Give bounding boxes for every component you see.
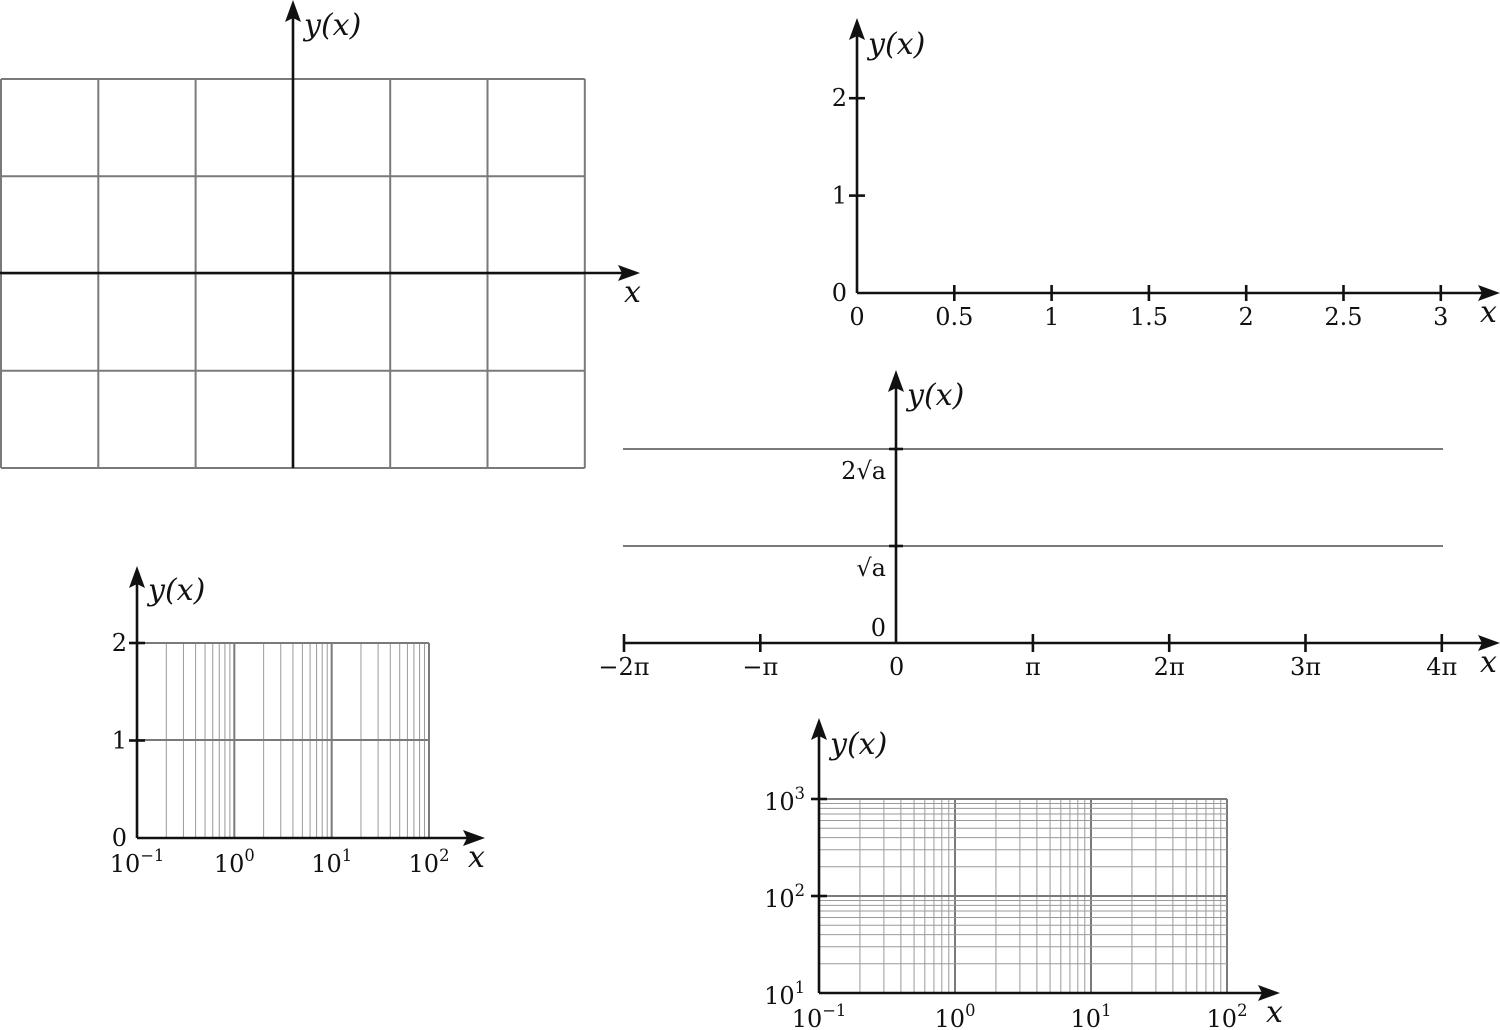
x-tick-label: 1.5 (1130, 303, 1168, 331)
y-axis-label: y(x) (905, 378, 964, 413)
x-tick-label: 2π (1154, 653, 1185, 681)
y-axis-label: y(x) (146, 573, 205, 608)
y-axis-arrowhead (888, 370, 904, 392)
y-axis-arrowhead (285, 0, 301, 22)
y-axis-label: y(x) (866, 27, 925, 62)
y-tick-label: 103 (764, 784, 805, 816)
x-tick-label: 4π (1426, 653, 1457, 681)
y-axis-arrowhead (849, 18, 865, 40)
grid-panel: y(x) x (0, 0, 641, 469)
x-axis-arrowhead (1478, 635, 1500, 651)
x-tick-label: 3π (1290, 653, 1321, 681)
semilog-grid (137, 642, 430, 838)
y-tick-label: 1 (112, 727, 127, 755)
y-tick-label: 0 (871, 614, 886, 642)
x-tick-label: 2 (1239, 303, 1254, 331)
trig-panel: −2π −π 0 π 2π 3π 4π 0 √a 2√a y(x) x (598, 370, 1500, 681)
y-tick-label: 101 (764, 978, 805, 1010)
x-axis-label: x (1266, 995, 1283, 1030)
semilog-panel: 10−1 100 101 102 0 1 2 y(x) x (110, 566, 485, 878)
x-axis-label: x (468, 840, 485, 875)
x-tick-label: 0 (849, 303, 864, 331)
x-tick-label: 100 (214, 846, 255, 878)
y-tick-label: 1 (832, 182, 847, 210)
x-tick-label: 3 (1433, 303, 1448, 331)
x-tick-label: −π (742, 653, 778, 681)
x-axis-arrowhead (618, 265, 640, 281)
y-axis-arrowhead (811, 718, 827, 740)
x-tick-label: 1 (1044, 303, 1059, 331)
y-axis-label: y(x) (302, 8, 361, 43)
y-axis-label: y(x) (828, 727, 887, 762)
y-tick-label: 0 (112, 824, 127, 852)
linear-panel: 0 0.5 1 1.5 2 2.5 3 0 1 2 y(x) x (832, 18, 1500, 331)
y-tick-label: 102 (764, 881, 805, 913)
x-tick-label: π (1025, 653, 1041, 681)
y-tick-label: √a (856, 554, 886, 582)
y-tick-label: 2√a (841, 457, 886, 485)
x-tick-label: 10−1 (792, 1001, 847, 1030)
y-axis-arrowhead (129, 566, 145, 588)
x-axis-arrowhead (1258, 985, 1280, 1001)
x-axis-label: x (1480, 645, 1497, 680)
x-tick-label: 102 (1207, 1001, 1248, 1030)
loglog-grid (819, 798, 1228, 993)
x-axis-arrowhead (1478, 285, 1500, 301)
y-tick-label: 2 (112, 629, 127, 657)
x-tick-label: 10−1 (110, 846, 165, 878)
y-tick-label: 0 (832, 279, 847, 307)
x-tick-label: 2.5 (1324, 303, 1362, 331)
x-axis-label: x (624, 275, 641, 310)
y-tick-label: 2 (832, 84, 847, 112)
x-tick-label: 0 (889, 653, 904, 681)
x-tick-label: 0.5 (935, 303, 973, 331)
x-axis-arrowhead (463, 830, 485, 846)
x-axis-label: x (1480, 295, 1497, 330)
x-tick-label: 101 (311, 846, 352, 878)
x-tick-label: 102 (409, 846, 450, 878)
x-tick-label: 101 (1071, 1001, 1112, 1030)
x-tick-label: −2π (598, 653, 649, 681)
loglog-panel: 10−1 100 101 102 101 102 103 y(x) x (764, 718, 1283, 1030)
x-tick-label: 100 (935, 1001, 976, 1030)
